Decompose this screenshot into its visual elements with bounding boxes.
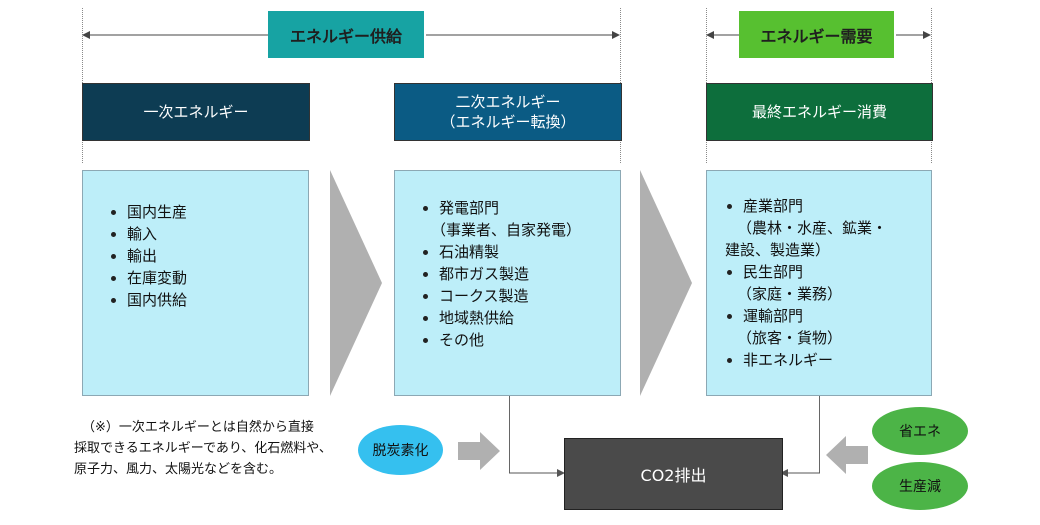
flow-chevron [330,170,382,396]
list-item-sub: （家庭・業務） [737,285,843,303]
footnote-line: 原子力、風力、太陽光などを含む。 [74,462,283,477]
list-item: 民生部門 （家庭・業務） [725,261,931,305]
list-item: 輸入 [109,223,308,245]
decarbonization-label: 脱炭素化 [372,443,429,459]
list-item-sub: 建設、製造業） [725,241,831,259]
demand-span-arrow [706,31,931,39]
list-item: その他 [421,329,620,351]
list-item-sub: （旅客・貨物） [737,329,843,347]
list-item: 石油精製 [421,241,620,263]
production-reduction-label: 生産減 [899,479,941,495]
secondary-energy-header: 二次エネルギー （エネルギー転換） [394,83,622,141]
reduction-arrow [826,436,868,474]
header-line: 二次エネルギー [455,93,561,111]
connector-line [509,396,510,473]
supply-span-arrow [82,31,620,39]
connector-arrow [509,469,565,477]
connector-arrow [780,469,820,477]
footnote-line: 採取できるエネルギーであり、化石燃料や、 [74,441,332,456]
footnote-line: （※）一次エネルギーとは自然から直接 [82,420,314,435]
footnote: （※）一次エネルギーとは自然から直接 採取できるエネルギーであり、化石燃料や、 … [74,417,364,480]
list-item: 発電部門 （事業者、自家発電） [421,197,620,241]
flow-chevron [640,170,692,396]
decarbonization-oval: 脱炭素化 [358,425,443,475]
production-reduction-oval: 生産減 [872,462,968,510]
list-item: 非エネルギー [725,349,931,371]
energy-saving-oval: 省エネ [872,407,968,455]
final-consumption-panel: 産業部門 （農林・水産、鉱業・ 建設、製造業） 民生部門 （家庭・業務） 運輸部… [706,170,932,396]
co2-emission-label: CO2排出 [640,466,707,485]
list-item: 産業部門 （農林・水産、鉱業・ 建設、製造業） [725,195,931,261]
list-item: 運輸部門 （旅客・貨物） [725,305,931,349]
decarbonization-arrow [458,432,500,470]
list-item: 輸出 [109,245,308,267]
list-item-sub: （事業者、自家発電） [431,221,582,239]
list-item-sub: （農林・水産、鉱業・ [737,219,888,237]
energy-demand-label: エネルギー需要 [739,11,894,58]
list-item: 国内供給 [109,289,308,311]
header-line: （エネルギー転換） [440,113,576,131]
energy-supply-label: エネルギー供給 [268,11,424,58]
list-item: 地域熱供給 [421,307,620,329]
header-line: 一次エネルギー [143,103,249,121]
list-item: コークス製造 [421,285,620,307]
list-item: 都市ガス製造 [421,263,620,285]
connector-line [819,396,820,473]
secondary-energy-panel: 発電部門 （事業者、自家発電） 石油精製 都市ガス製造 コークス製造 地域熱供給… [394,170,621,396]
primary-energy-header: 一次エネルギー [82,83,310,141]
final-consumption-header: 最終エネルギー消費 [706,83,933,141]
co2-emission-box: CO2排出 [564,438,783,510]
energy-demand-label-text: エネルギー需要 [760,26,873,46]
header-line: 最終エネルギー消費 [751,103,887,121]
energy-saving-label: 省エネ [899,424,941,440]
list-item: 在庫変動 [109,267,308,289]
primary-energy-panel: 国内生産 輸入 輸出 在庫変動 国内供給 [82,170,309,396]
list-item: 国内生産 [109,201,308,223]
energy-supply-label-text: エネルギー供給 [289,26,402,46]
